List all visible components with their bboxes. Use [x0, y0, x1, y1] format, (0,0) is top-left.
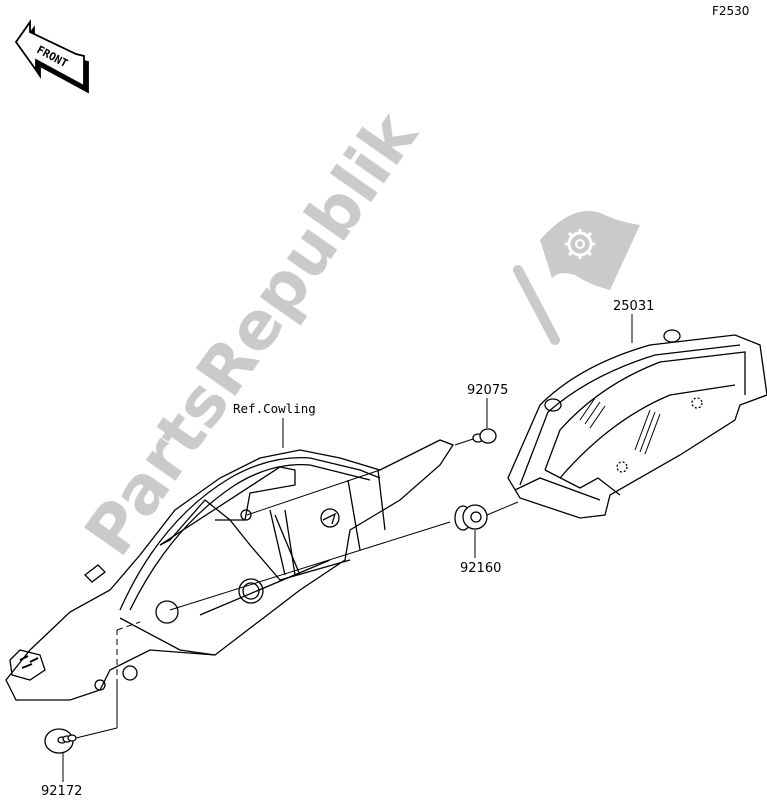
figure-code: F2530	[712, 4, 750, 18]
grommet-part	[454, 504, 488, 531]
leader-lines	[62, 314, 633, 782]
front-arrow-icon: FRONT	[14, 19, 89, 94]
watermark-text: PartsRepublik	[70, 97, 433, 569]
damper-part	[472, 428, 497, 444]
screw-part	[44, 728, 77, 754]
meter-assembly	[507, 329, 767, 519]
gear-flag-icon	[513, 210, 640, 345]
watermark: PartsRepublik	[70, 97, 640, 569]
part-number-92160[interactable]: 92160	[460, 561, 502, 576]
cowling-bracket	[5, 439, 454, 701]
reference-label-cowling: Ref.Cowling	[233, 401, 316, 416]
part-number-92172[interactable]: 92172	[41, 784, 83, 799]
part-number-92075[interactable]: 92075	[467, 383, 509, 398]
part-number-25031[interactable]: 25031	[613, 299, 655, 314]
